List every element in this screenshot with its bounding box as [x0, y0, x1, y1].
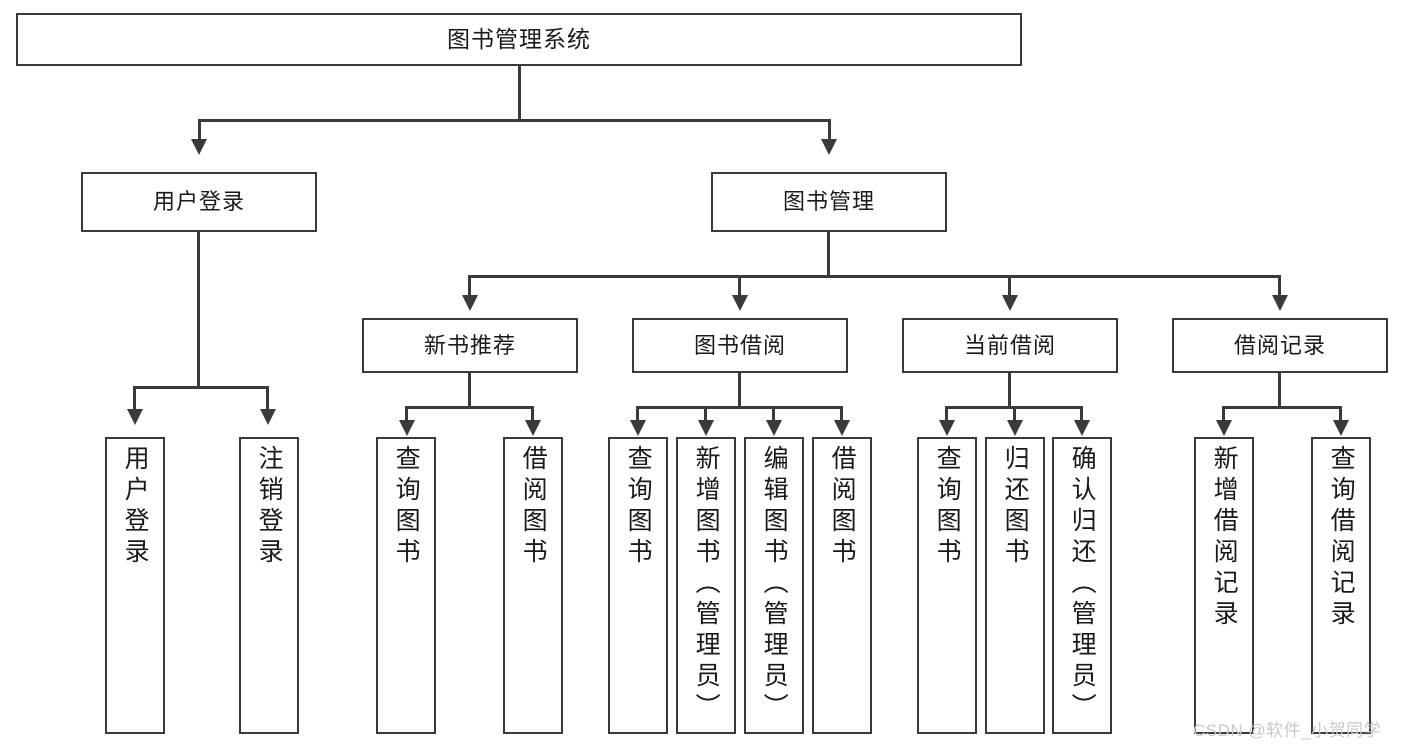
node-label: 查询图书	[392, 445, 421, 569]
arrowhead-to-leaf-borrow-book-2	[834, 420, 850, 436]
connector-current-borrow-drop-2	[1013, 406, 1016, 422]
node-label: 借阅记录	[1233, 332, 1326, 358]
connector-new-book-drop-1	[405, 406, 408, 422]
arrowhead-to-leaf-query-book-2	[630, 420, 646, 436]
leaf-logout[interactable]: 注销登录	[239, 437, 299, 734]
leaf-borrow-book-recommend[interactable]: 借阅图书	[503, 437, 563, 734]
leaf-query-book-borrow[interactable]: 查询图书	[608, 437, 668, 734]
connector-borrow-record-drop-1	[1222, 406, 1225, 422]
node-label: 图书借阅	[693, 332, 786, 358]
arrowhead-to-leaf-edit-book	[766, 420, 782, 436]
node-label: 借阅图书	[519, 445, 548, 569]
connector-book-borrow-drop-3	[772, 406, 775, 422]
connector-book-borrow-bus	[636, 406, 843, 409]
connector-book-borrow-drop-4	[840, 406, 843, 422]
connector-level3-drop-3	[1008, 275, 1011, 297]
connector-root-bus	[198, 119, 831, 122]
leaf-query-book-recommend[interactable]: 查询图书	[376, 437, 436, 734]
arrowhead-to-user-login	[191, 139, 207, 155]
arrowhead-to-leaf-user-login	[127, 409, 143, 425]
node-label: 新增图书（管理员）	[692, 445, 721, 724]
leaf-add-borrow-record[interactable]: 新增借阅记录	[1194, 437, 1254, 734]
connector-current-borrow-drop-1	[945, 406, 948, 422]
connector-new-book-drop-2	[531, 406, 534, 422]
node-label: 查询图书	[624, 445, 653, 569]
connector-current-borrow-drop-3	[1080, 406, 1083, 422]
arrowhead-to-leaf-confirm-return	[1074, 420, 1090, 436]
connector-new-book-bus	[405, 406, 534, 409]
node-label: 用户登录	[152, 189, 245, 215]
leaf-borrow-book[interactable]: 借阅图书	[812, 437, 872, 734]
node-label: 图书管理	[782, 189, 875, 215]
arrowhead-to-leaf-add-record	[1216, 420, 1232, 436]
leaf-query-book-current[interactable]: 查询图书	[917, 437, 977, 734]
arrowhead-to-book-borrow	[732, 295, 748, 311]
node-root-system[interactable]: 图书管理系统	[16, 13, 1022, 66]
node-label: 编辑图书（管理员）	[760, 445, 789, 724]
connector-level3-bus	[468, 275, 1281, 278]
connector-borrow-record-drop-2	[1339, 406, 1342, 422]
connector-book-borrow-drop-1	[636, 406, 639, 422]
node-label: 注销登录	[255, 445, 284, 569]
node-label: 借阅图书	[828, 445, 857, 569]
arrowhead-to-leaf-query-book-3	[939, 420, 955, 436]
node-book-management[interactable]: 图书管理	[711, 172, 947, 232]
leaf-user-login[interactable]: 用户登录	[105, 437, 165, 734]
connector-new-book-stem	[468, 373, 471, 407]
connector-root-drop-left	[198, 119, 201, 141]
connector-book-borrow-drop-2	[704, 406, 707, 422]
arrowhead-to-leaf-query-book-1	[399, 420, 415, 436]
node-label: 图书管理系统	[447, 26, 591, 53]
connector-level3-drop-2	[738, 275, 741, 297]
node-label: 用户登录	[121, 445, 150, 569]
arrowhead-to-leaf-borrow-book-1	[525, 420, 541, 436]
arrowhead-to-leaf-return-book	[1007, 420, 1023, 436]
leaf-edit-book[interactable]: 编辑图书（管理员）	[744, 437, 804, 734]
arrowhead-to-leaf-query-record	[1333, 420, 1349, 436]
node-current-borrow[interactable]: 当前借阅	[902, 318, 1118, 373]
node-label: 查询图书	[933, 445, 962, 569]
connector-user-login-drop-1	[133, 386, 136, 411]
connector-user-login-stem	[197, 232, 200, 387]
leaf-query-borrow-record[interactable]: 查询借阅记录	[1311, 437, 1371, 734]
node-label: 新书推荐	[423, 332, 516, 358]
node-borrow-record[interactable]: 借阅记录	[1172, 318, 1388, 373]
arrowhead-to-leaf-add-book	[698, 420, 714, 436]
connector-book-manage-stem	[827, 232, 830, 276]
connector-user-login-drop-2	[266, 386, 269, 411]
leaf-confirm-return[interactable]: 确认归还（管理员）	[1052, 437, 1112, 734]
connector-root-stem	[518, 66, 521, 120]
arrowhead-to-new-book-recommend	[462, 295, 478, 311]
node-label: 归还图书	[1001, 445, 1030, 569]
connector-root-drop-right	[828, 119, 831, 141]
arrowhead-to-current-borrow	[1002, 295, 1018, 311]
node-label: 查询借阅记录	[1327, 445, 1356, 631]
connector-level3-drop-1	[468, 275, 471, 297]
node-label: 确认归还（管理员）	[1068, 445, 1097, 724]
connector-borrow-record-bus	[1222, 406, 1342, 409]
node-user-login[interactable]: 用户登录	[81, 172, 317, 232]
arrowhead-to-leaf-logout	[260, 409, 276, 425]
arrowhead-to-borrow-record	[1272, 295, 1288, 311]
arrowhead-to-book-manage	[821, 139, 837, 155]
connector-level3-drop-4	[1278, 275, 1281, 297]
node-new-book-recommend[interactable]: 新书推荐	[362, 318, 578, 373]
connector-current-borrow-stem	[1008, 373, 1011, 407]
csdn-watermark: CSDN @软件_小贺同学	[1193, 721, 1382, 740]
leaf-return-book[interactable]: 归还图书	[985, 437, 1045, 734]
leaf-add-book[interactable]: 新增图书（管理员）	[676, 437, 736, 734]
node-label: 新增借阅记录	[1210, 445, 1239, 631]
connector-book-borrow-stem	[738, 373, 741, 407]
node-book-borrow[interactable]: 图书借阅	[632, 318, 848, 373]
node-label: 当前借阅	[963, 332, 1056, 358]
connector-borrow-record-stem	[1278, 373, 1281, 407]
connector-user-login-bus	[133, 386, 269, 389]
